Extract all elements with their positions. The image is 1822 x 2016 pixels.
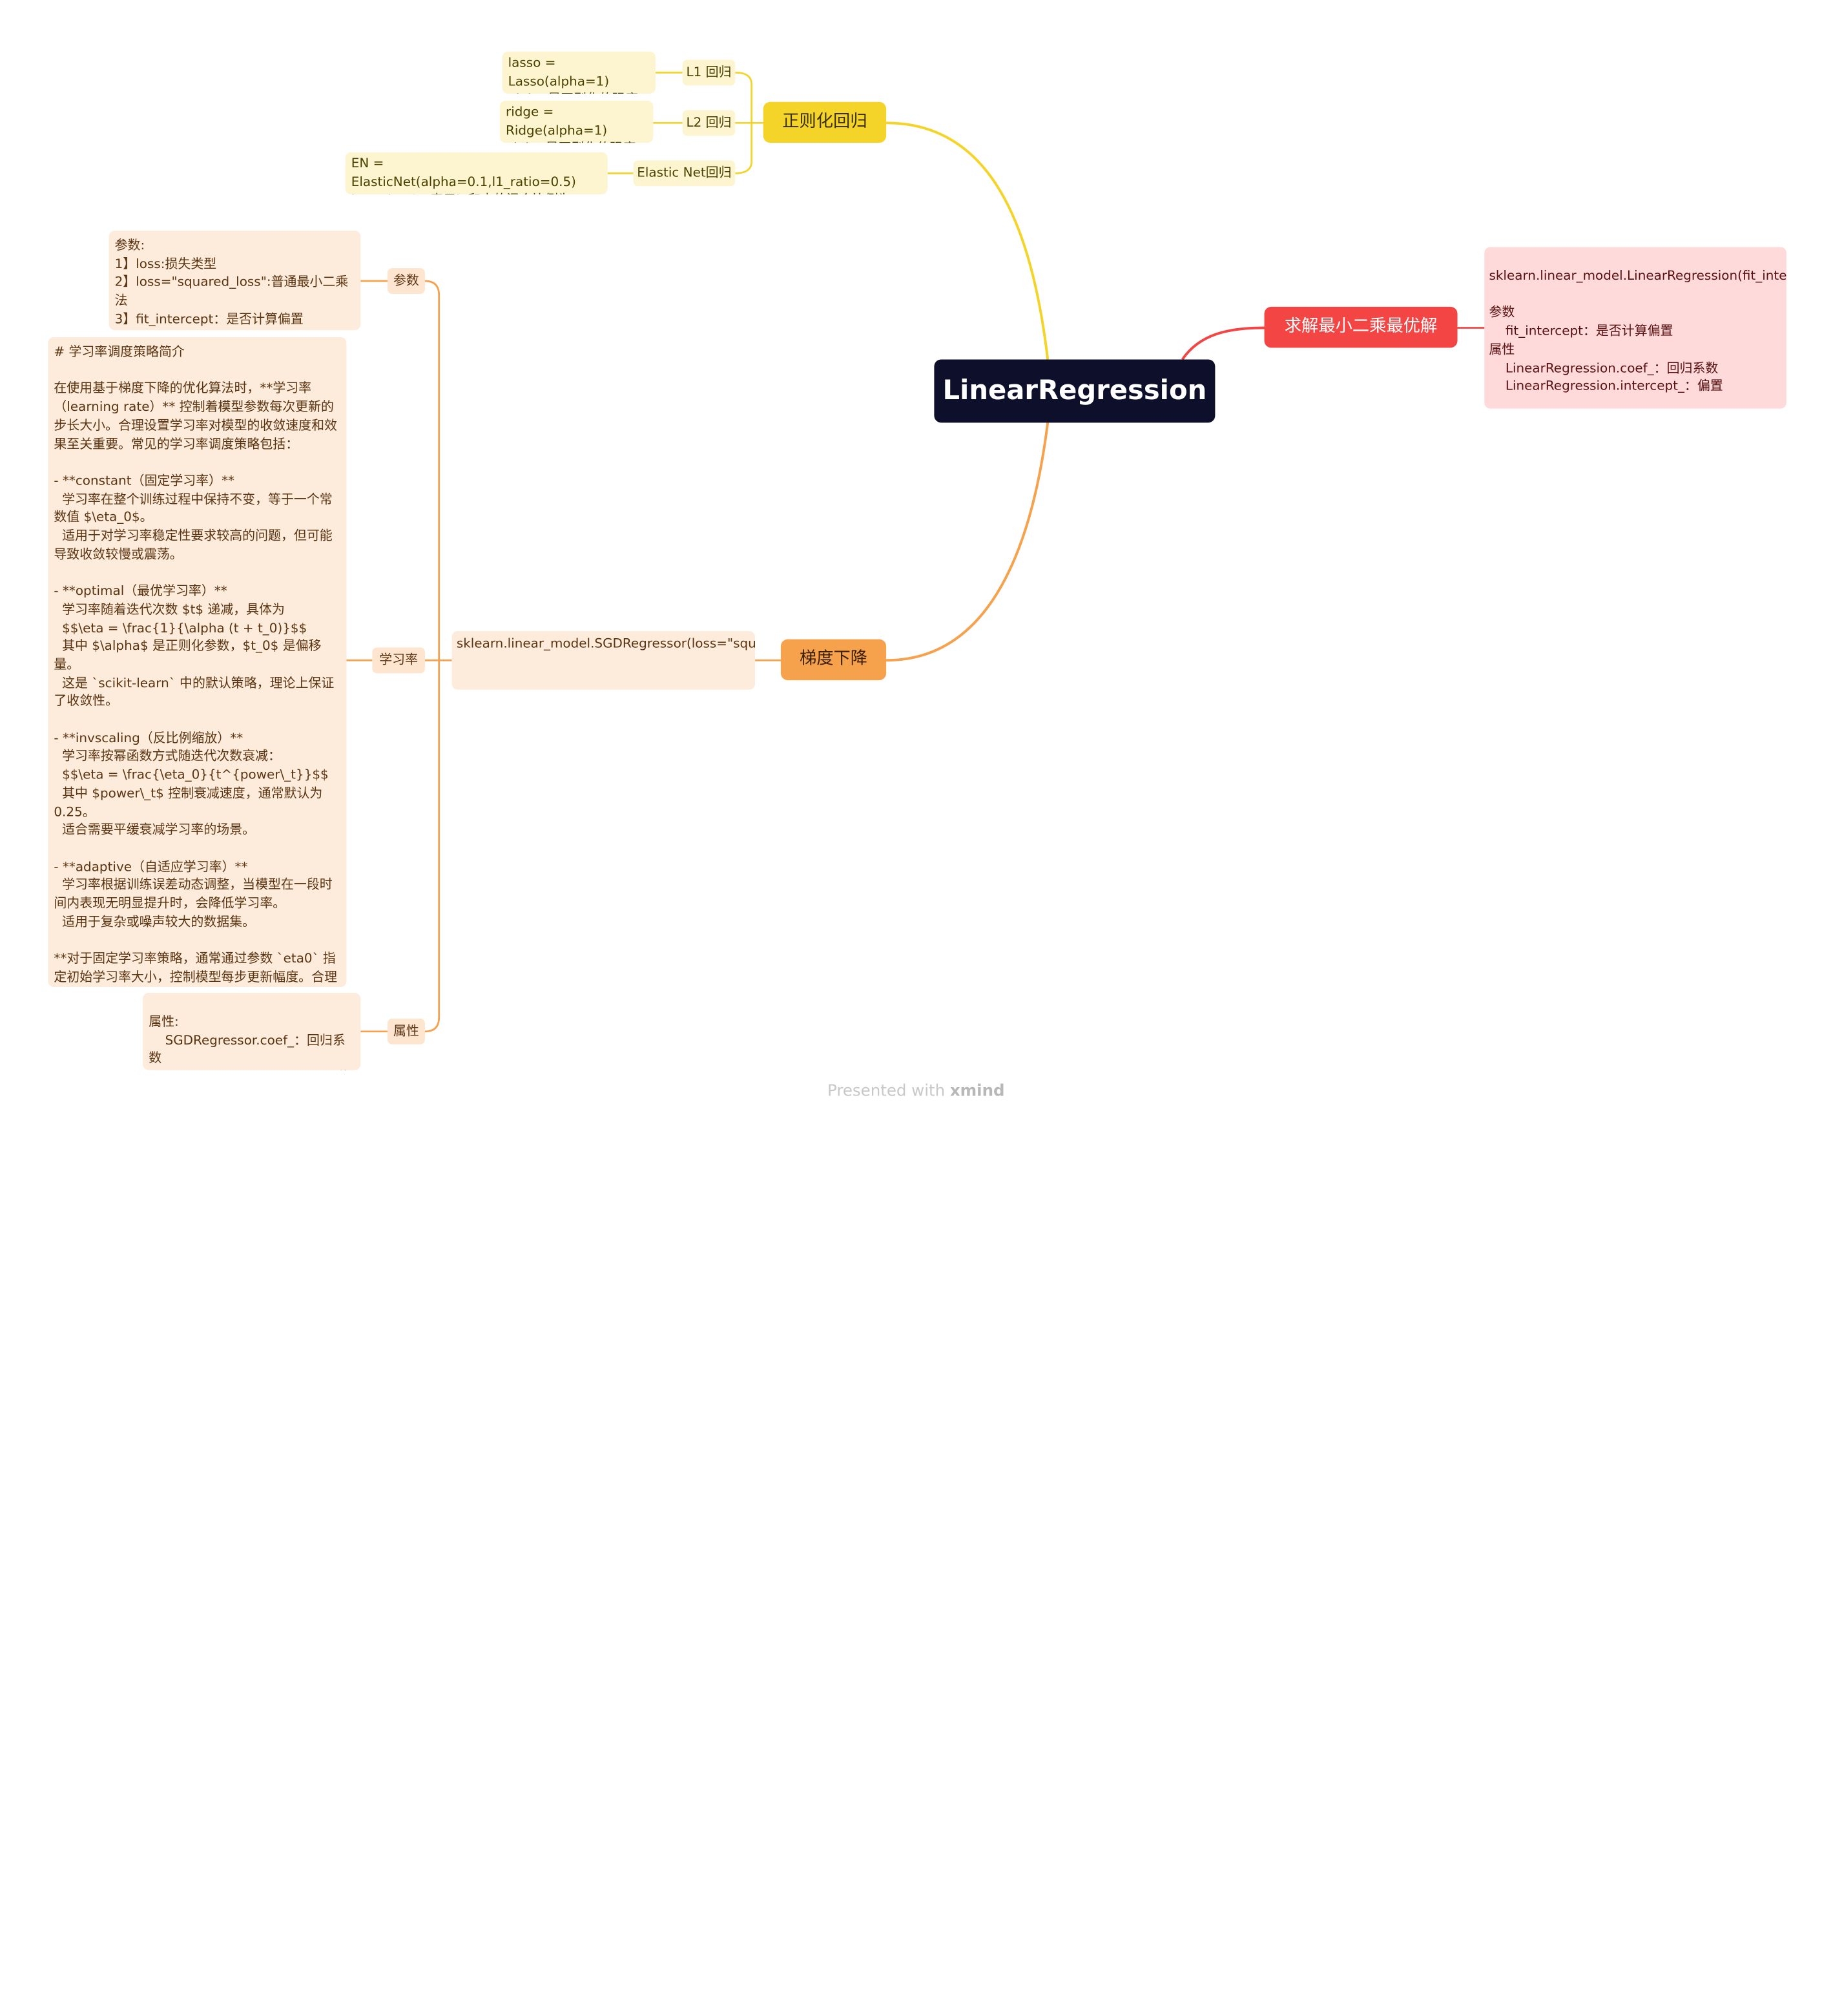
note-attributes[interactable]: 属性: SGDRegressor.coef_：回归系数 SGDRegressor…	[143, 993, 361, 1070]
central-topic[interactable]: LinearRegression	[934, 359, 1216, 423]
link-center-least-squares	[1181, 326, 1265, 360]
footer-credit: Presented with xmind	[0, 1082, 1822, 1101]
note-params[interactable]: 参数: 1】loss:损失类型 2】loss="squared_loss":普通…	[109, 231, 361, 331]
topic-gradient-descent[interactable]: 梯度下降	[780, 639, 887, 681]
subtopic-l2[interactable]: L2 回归	[682, 110, 736, 136]
note-l1[interactable]: lasso = Lasso(alpha=1) alpha 是正则化的强度	[502, 51, 656, 94]
note-learning-rate[interactable]: # 学习率调度策略简介 在使用基于梯度下降的优化算法时，**学习率（learni…	[48, 337, 347, 987]
topic-least-squares[interactable]: 求解最小二乘最优解	[1264, 306, 1458, 348]
subtopic-attributes[interactable]: 属性	[387, 1018, 425, 1044]
subtopic-params[interactable]: 参数	[387, 268, 425, 294]
link-center-gradient-descent	[886, 422, 1050, 662]
note-l2[interactable]: ridge = Ridge(alpha=1) alpha 是正则化的强度	[499, 100, 654, 143]
topic-regularization[interactable]: 正则化回归	[763, 101, 887, 143]
subtopic-elasticnet[interactable]: Elastic Net回归	[633, 160, 736, 187]
link-code-children	[424, 280, 452, 1033]
xmind-logo: xmind	[949, 1081, 1005, 1101]
connector-lines	[346, 72, 1485, 1033]
subtopic-learning-rate[interactable]: 学习率	[372, 647, 425, 674]
note-sgd-code[interactable]: sklearn.linear_model.SGDRegressor(loss="…	[451, 630, 756, 690]
link-regularization-children	[735, 72, 763, 174]
note-least-squares[interactable]: sklearn.linear_model.LinearRegression(fi…	[1484, 247, 1786, 409]
subtopic-l1[interactable]: L1 回归	[682, 59, 736, 86]
link-center-regularization	[886, 121, 1050, 360]
note-elasticnet[interactable]: EN = ElasticNet(alpha=0.1,l1_ratio=0.5) …	[345, 152, 608, 194]
footer-prefix: Presented with	[827, 1081, 950, 1101]
